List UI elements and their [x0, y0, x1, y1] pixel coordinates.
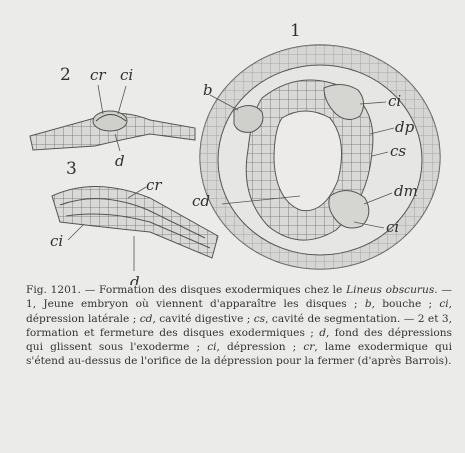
caption-abbr-ci-2: ci	[207, 341, 216, 353]
caption-abbr-d: d	[319, 327, 326, 339]
p1-label-cs: cs	[390, 142, 406, 160]
panel-label-2: 2	[60, 65, 71, 85]
panel-2-drawing	[30, 111, 195, 150]
caption-part-b: , bouche ;	[372, 298, 440, 310]
p2-label-ci: ci	[120, 66, 133, 84]
caption-part-ci-2: , dépression ;	[217, 341, 304, 353]
caption-dash: —	[81, 284, 99, 296]
caption-abbr-ci: ci	[439, 298, 448, 310]
figure-caption: Fig. 1201. — Formation des disques exode…	[26, 283, 452, 369]
p1-label-b: b	[203, 81, 213, 99]
panel-label-1: 1	[290, 21, 301, 41]
caption-species: Lineus obscurus	[346, 284, 434, 296]
p3-label-ci: ci	[50, 232, 63, 250]
caption-fig-number: Fig. 1201.	[26, 284, 81, 296]
panel-label-3: 3	[66, 159, 77, 179]
p1-label-ci-bottom: ci	[386, 218, 399, 236]
p1-label-dp: dp	[395, 118, 415, 136]
caption-title: Formation des disques exodermiques chez …	[99, 284, 346, 296]
p1-label-dm: dm	[394, 182, 418, 200]
p3-label-cr: cr	[146, 176, 162, 194]
p2-label-d: d	[115, 152, 125, 170]
p2-label-cr: cr	[90, 66, 106, 84]
caption-abbr-cd: cd	[140, 313, 153, 325]
caption-abbr-cr: cr	[303, 341, 314, 353]
p1-label-ci-top: ci	[388, 92, 401, 110]
embryo-figure: 1 2 3 cr ci d cr ci d b ci dp cs cd dm c…	[0, 0, 465, 285]
caption-abbr-cs: cs	[254, 313, 265, 325]
p1-label-cd: cd	[192, 192, 210, 210]
caption-abbr-b: b	[365, 298, 372, 310]
caption-part-cd: , cavité digestive ;	[152, 313, 253, 325]
